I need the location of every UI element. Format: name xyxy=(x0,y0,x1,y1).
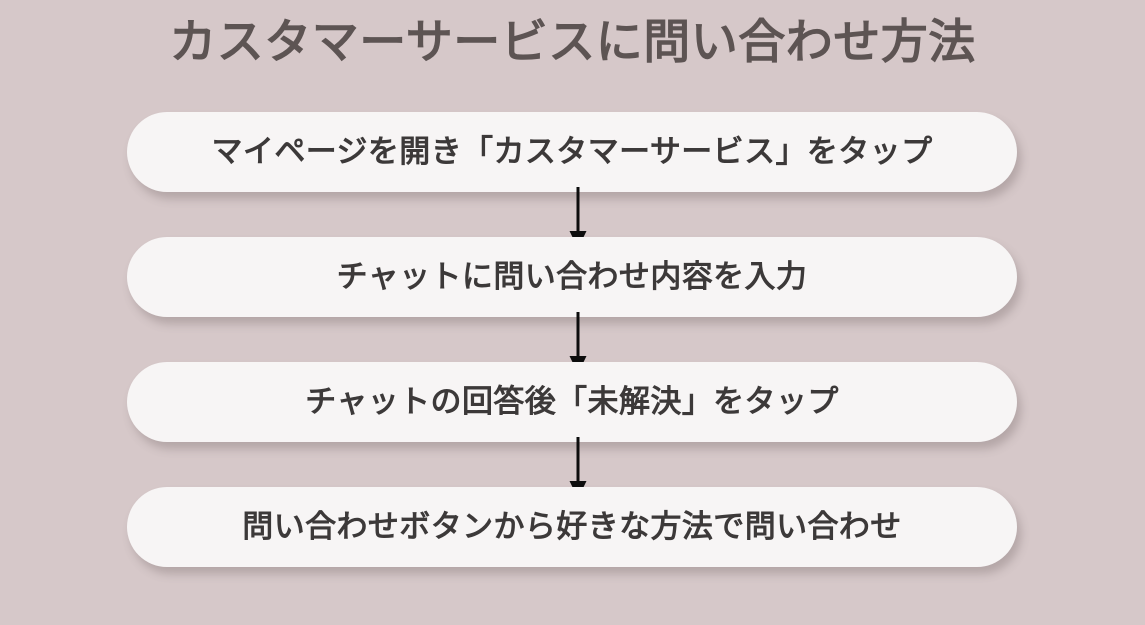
flow-step-3: チャットの回答後「未解決」をタップ xyxy=(127,362,1017,442)
flow-step-2-label: チャットに問い合わせ内容を入力 xyxy=(336,259,808,294)
flow-step-4: 問い合わせボタンから好きな方法で問い合わせ xyxy=(127,487,1017,567)
flow-step-2: チャットに問い合わせ内容を入力 xyxy=(127,237,1017,317)
flow-step-1: マイページを開き「カスタマーサービス」をタップ xyxy=(127,112,1017,192)
flow-step-4-label: 問い合わせボタンから好きな方法で問い合わせ xyxy=(242,509,902,544)
page-title: カスタマーサービスに問い合わせ方法 xyxy=(169,15,976,68)
flow-step-3-label: チャットの回答後「未解決」をタップ xyxy=(305,384,839,419)
flow-step-1-label: マイページを開き「カスタマーサービス」をタップ xyxy=(211,134,933,169)
